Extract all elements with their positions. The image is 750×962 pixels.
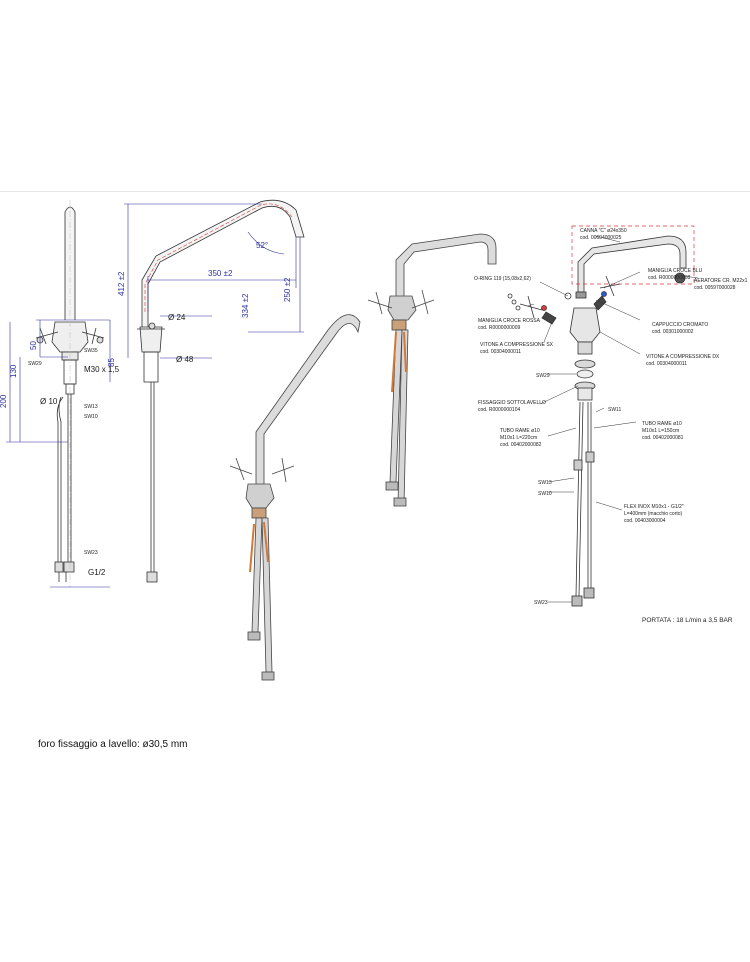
isometric-faucet-front: [229, 314, 361, 681]
dim-angle-52: 52°: [256, 241, 268, 250]
label-sw29: SW29: [28, 361, 42, 367]
dim-g12: G1/2: [88, 568, 106, 577]
label-flex-spec: L=400mm (macchio corto): [624, 511, 683, 517]
label-oring: O-RING 119 (15,08x2,62): [474, 276, 531, 282]
dim-412: 412 ±2: [117, 271, 126, 296]
dim-diam-24: Ø 24: [168, 313, 186, 322]
label-sw10: SW10: [84, 414, 98, 420]
label-tubo-a-spec: M10x1 L=220cm: [500, 435, 537, 441]
label-maniglia-blu-cod: cod. R0000000008: [648, 275, 690, 281]
label-vitone-sx-cod: cod. 00304000011: [480, 349, 521, 355]
label-maniglia-blu: MANIGLIA CROCE BLU: [648, 268, 703, 274]
label-sw13-exploded: SW13: [538, 480, 552, 486]
dim-diam-10: Ø 10: [40, 397, 58, 406]
dim-350: 350 ±2: [208, 269, 233, 278]
label-tubo-a: TUBO RAME ø10: [500, 428, 540, 434]
leader-lines: [527, 235, 699, 603]
label-maniglia-rossa: MANIGLIA CROCE ROSSA: [478, 318, 541, 324]
exploded-view: [507, 225, 695, 607]
dim-m30: M30 x 1,5: [84, 365, 120, 374]
label-vitone-dx: VITONE A COMPRESSIONE DX: [646, 354, 720, 360]
label-fissaggio: FISSAGGIO SOTTOLAVELLO: [478, 400, 546, 406]
side-view: [137, 199, 305, 583]
front-view-dimensions: 200 130 50 85 M30 x 1,5 Ø 10 G1/2 SW35 S…: [0, 319, 120, 588]
label-aeratore: AERATORE CR. M22x1: [694, 278, 748, 284]
label-sw35: SW35: [84, 348, 98, 354]
right-cross-handle: [81, 327, 105, 345]
blue-cross-handle: [593, 275, 621, 311]
label-fissaggio-cod: cod. R0000000104: [478, 407, 520, 413]
part-labels: CANNA "C" ø24x350 cod. 00604000025 AERAT…: [474, 228, 748, 606]
technical-drawing-sheet: 200 130 50 85 M30 x 1,5 Ø 10 G1/2 SW35 S…: [0, 199, 748, 681]
label-sw10-exploded: SW10: [538, 491, 552, 497]
label-aeratore-cod: cod. 00597000028: [694, 285, 736, 291]
label-flex-cod: cod. 00403000004: [624, 518, 666, 524]
dim-diam-48: Ø 48: [176, 355, 194, 364]
dim-250: 250 ±2: [283, 277, 292, 302]
dim-50: 50: [29, 341, 38, 350]
dim-200: 200: [0, 394, 8, 408]
label-vitone-sx: VITONE A COMPRESSIONE SX: [480, 342, 554, 348]
label-tubo-b-cod: cod. 00402000081: [642, 435, 684, 441]
side-view-dimensions: 412 ±2 350 ±2 52° 250 ±2 334 ±2 Ø 24 Ø 4…: [117, 203, 304, 364]
dim-85: 85: [107, 358, 116, 367]
label-tubo-a-cod: cod. 00402000082: [500, 442, 542, 448]
flow-rate-text: PORTATA : 18 L/min a 3,5 BAR: [642, 617, 733, 624]
label-tubo-b: TUBO RAME ø10: [642, 421, 682, 427]
label-sw23-exploded: SW23: [534, 600, 548, 606]
sink-hole-note: foro fissaggio a lavello: ø30,5 mm: [38, 739, 188, 750]
dim-130: 130: [9, 364, 18, 378]
label-tubo-b-spec: M10x1 L=150cm: [642, 428, 679, 434]
isometric-faucet-back: [367, 233, 497, 507]
label-maniglia-rossa-cod: cod. R0000000009: [478, 325, 520, 331]
label-sw13: SW13: [84, 404, 98, 410]
red-cross-handle: [519, 295, 557, 325]
label-vitone-dx-cod: cod. 00304000011: [646, 361, 687, 367]
blank-header-area: [0, 0, 750, 192]
front-view: [35, 200, 105, 587]
dim-334: 334 ±2: [241, 293, 250, 318]
label-sw29-exploded: SW29: [536, 373, 550, 379]
label-canna: CANNA "C" ø24x350: [580, 228, 627, 234]
label-sw11: SW11: [608, 407, 621, 413]
label-cappuccio-cod: cod. 00301000002: [652, 329, 694, 335]
label-flex: FLEX INOX M10x1 - G1/2": [624, 504, 684, 510]
label-sw23: SW23: [84, 550, 98, 556]
label-cappuccio: CAPPUCCIO CROMATO: [652, 322, 708, 328]
label-canna-cod: cod. 00604000025: [580, 235, 622, 241]
